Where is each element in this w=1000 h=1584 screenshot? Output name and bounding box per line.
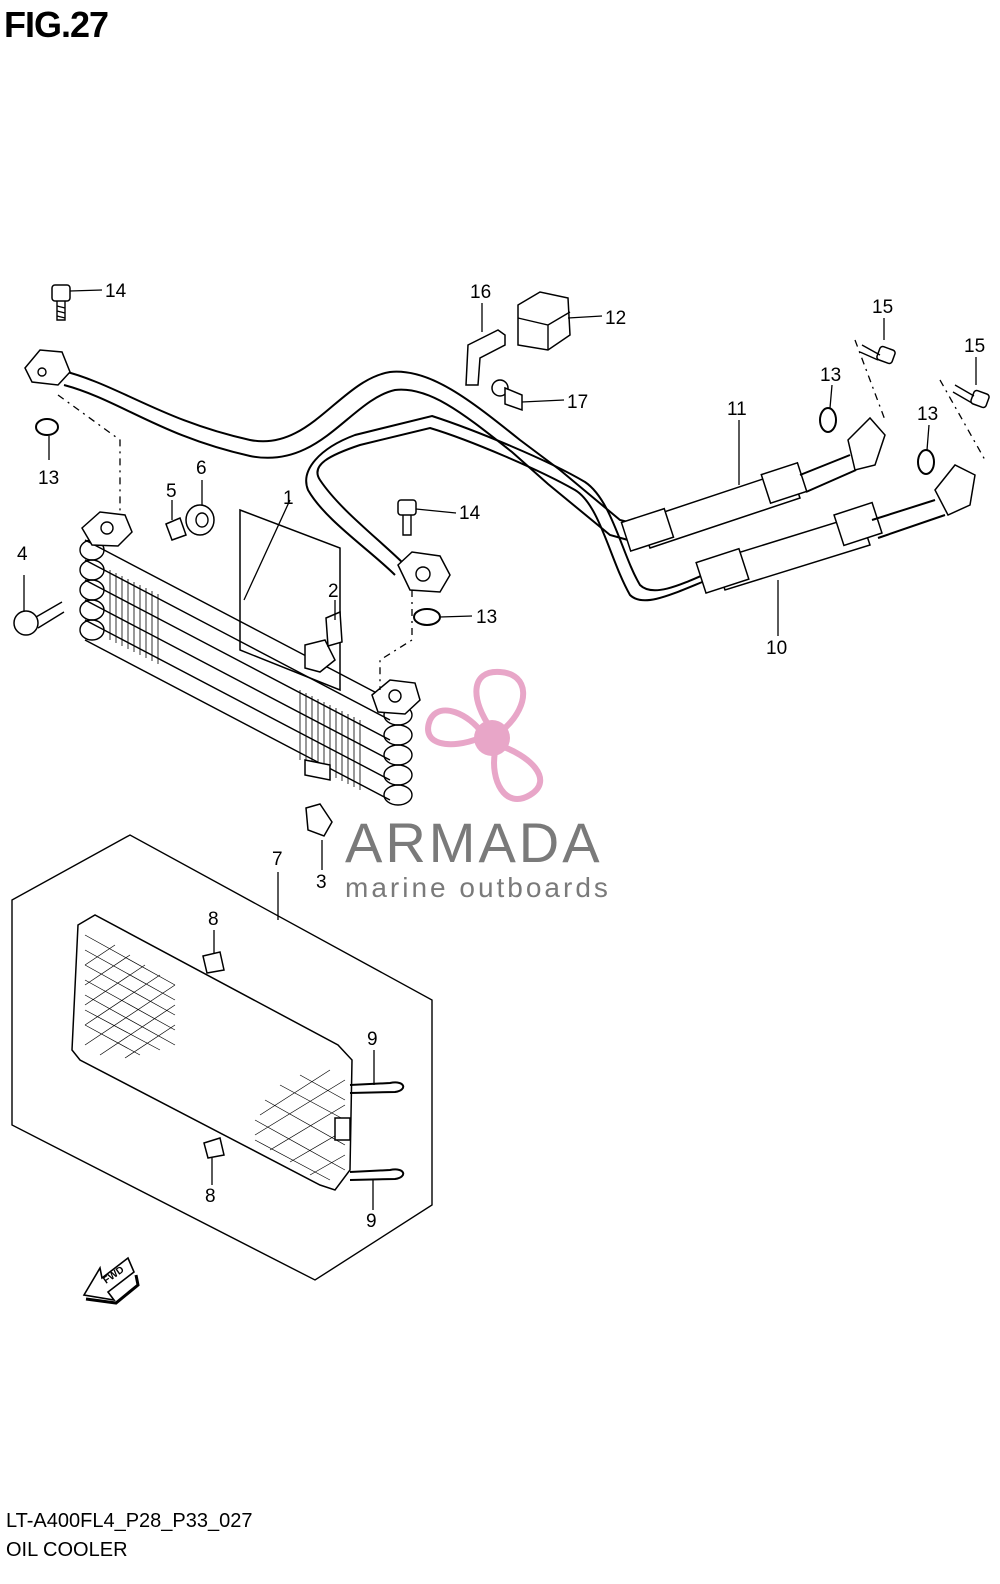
clamp-2 xyxy=(325,610,343,647)
callout-6: 6 xyxy=(196,458,207,479)
bracket-9 xyxy=(349,1081,405,1181)
callout-7: 7 xyxy=(272,849,283,870)
callout-13: 13 xyxy=(38,468,59,489)
callout-13: 13 xyxy=(476,607,497,628)
bolt-15-a xyxy=(859,344,896,365)
callout-5: 5 xyxy=(166,481,177,502)
bolt-17 xyxy=(491,379,523,412)
bracket-16 xyxy=(465,329,506,386)
armada-watermark: ARMADA marine outboards xyxy=(345,668,611,903)
hose-10 xyxy=(695,464,976,594)
callout-16: 16 xyxy=(470,282,491,303)
bolt-14-top xyxy=(51,284,71,321)
callout-15: 15 xyxy=(964,336,985,357)
oil-cooler-cover xyxy=(11,834,433,1281)
callout-14: 14 xyxy=(105,281,127,302)
callout-17: 17 xyxy=(567,392,588,413)
bolt-14-mid xyxy=(397,499,417,536)
figure-title: FIG.27 xyxy=(4,4,109,45)
alignment-lines xyxy=(57,339,986,690)
callout-12: 12 xyxy=(605,308,626,329)
lower-oil-pipe xyxy=(305,414,725,602)
callout-14: 14 xyxy=(459,503,481,524)
callout-labels: 14 14 1 2 3 4 5 6 7 8 8 9 9 10 11 12 13 … xyxy=(17,281,985,1232)
callout-13: 13 xyxy=(917,404,938,425)
diagram-code: LT-A400FL4_P28_P33_027 xyxy=(6,1510,253,1532)
callout-11: 11 xyxy=(727,399,747,420)
clip-3 xyxy=(305,803,333,837)
fwd-arrow-icon: FWD xyxy=(82,1256,140,1305)
bolt-4 xyxy=(13,601,65,636)
callout-8: 8 xyxy=(205,1186,216,1207)
grommet-6 xyxy=(185,504,215,536)
hose-11 xyxy=(620,416,886,553)
propeller-logo-icon xyxy=(425,668,544,802)
callout-9: 9 xyxy=(366,1211,377,1232)
watermark-tagline: marine outboards xyxy=(345,872,611,903)
holder-12 xyxy=(517,291,571,351)
o-ring-13 xyxy=(35,407,935,626)
diagram-name: OIL COOLER xyxy=(6,1539,128,1561)
mesh-grille xyxy=(84,934,346,1181)
callout-1: 1 xyxy=(283,488,294,509)
upper-oil-pipe xyxy=(24,349,641,541)
callout-10: 10 xyxy=(766,638,787,659)
callout-2: 2 xyxy=(328,581,339,602)
watermark-brand: ARMADA xyxy=(345,811,603,874)
callout-15: 15 xyxy=(872,297,893,318)
callout-4: 4 xyxy=(17,544,28,565)
callout-13: 13 xyxy=(820,365,841,386)
collar-5 xyxy=(165,516,187,541)
leader-lines xyxy=(23,289,977,1210)
callout-9: 9 xyxy=(367,1029,378,1050)
callout-8: 8 xyxy=(208,909,219,930)
callout-3: 3 xyxy=(316,872,327,893)
oil-cooler-core xyxy=(79,508,421,806)
cushion-8 xyxy=(202,951,225,1159)
bolt-15-b xyxy=(952,384,990,409)
